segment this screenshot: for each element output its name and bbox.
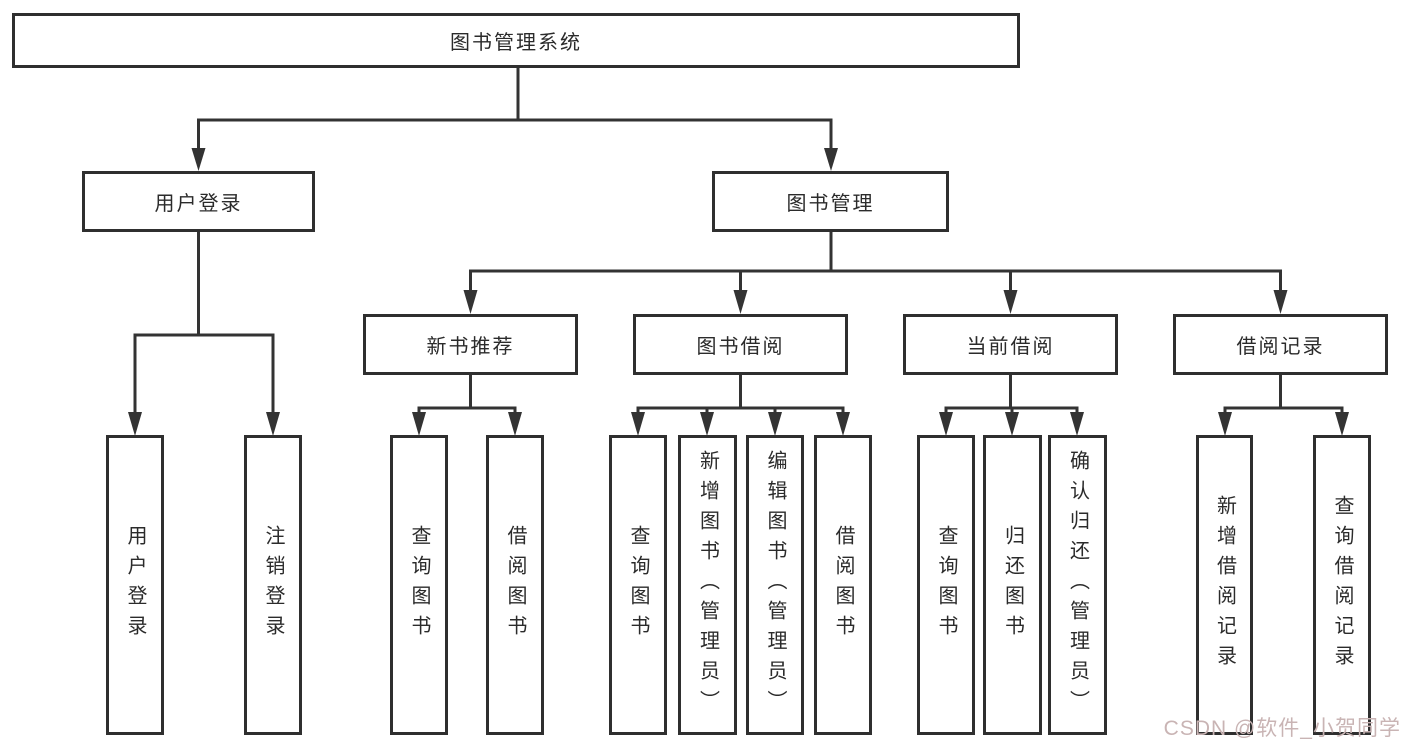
node-leaf-query-books-current: 查询图书	[917, 435, 975, 735]
node-leaf-user-login-label: 用户登录	[124, 525, 146, 645]
node-book-borrowing-label: 图书借阅	[696, 336, 785, 358]
node-current-borrowing-label: 当前借阅	[966, 336, 1055, 358]
node-leaf-borrow-books-label: 借阅图书	[832, 525, 854, 645]
node-leaf-query-borrow-record-label: 查询借阅记录	[1331, 495, 1353, 675]
node-leaf-borrow-books-recommend: 借阅图书	[486, 435, 544, 735]
node-leaf-confirm-return-admin: 确认归还（管理员）	[1048, 435, 1107, 735]
node-leaf-user-login: 用户登录	[106, 435, 164, 735]
node-leaf-edit-book-admin-label: 编辑图书（管理员）	[764, 450, 786, 720]
node-leaf-query-books-borrowing-label: 查询图书	[627, 525, 649, 645]
node-root-label: 图书管理系统	[450, 32, 582, 54]
node-current-borrowing: 当前借阅	[903, 314, 1118, 375]
node-leaf-query-books-recommend: 查询图书	[390, 435, 448, 735]
node-new-book-recommend-label: 新书推荐	[426, 336, 515, 358]
node-leaf-borrow-books-recommend-label: 借阅图书	[504, 525, 526, 645]
csdn-watermark: CSDN @软件_小贺同学	[1163, 717, 1401, 740]
node-leaf-query-books-current-label: 查询图书	[935, 525, 957, 645]
node-book-borrowing: 图书借阅	[633, 314, 848, 375]
node-leaf-query-borrow-record: 查询借阅记录	[1313, 435, 1371, 735]
node-user-login: 用户登录	[82, 171, 315, 232]
node-leaf-query-books-borrowing: 查询图书	[609, 435, 667, 735]
node-root-system: 图书管理系统	[12, 13, 1020, 68]
node-book-management-label: 图书管理	[786, 193, 875, 215]
node-leaf-add-borrow-record: 新增借阅记录	[1196, 435, 1253, 735]
node-leaf-query-books-recommend-label: 查询图书	[408, 525, 430, 645]
node-leaf-borrow-books: 借阅图书	[814, 435, 872, 735]
node-leaf-logout: 注销登录	[244, 435, 302, 735]
node-borrowing-records: 借阅记录	[1173, 314, 1388, 375]
node-leaf-add-borrow-record-label: 新增借阅记录	[1213, 495, 1236, 675]
node-leaf-return-books: 归还图书	[983, 435, 1042, 735]
node-new-book-recommend: 新书推荐	[363, 314, 578, 375]
node-leaf-edit-book-admin: 编辑图书（管理员）	[746, 435, 804, 735]
node-leaf-add-book-admin: 新增图书（管理员）	[678, 435, 737, 735]
node-leaf-add-book-admin-label: 新增图书（管理员）	[696, 450, 719, 720]
node-leaf-return-books-label: 归还图书	[1001, 525, 1024, 645]
node-borrowing-records-label: 借阅记录	[1236, 336, 1325, 358]
node-book-management: 图书管理	[712, 171, 949, 232]
node-leaf-confirm-return-admin-label: 确认归还（管理员）	[1066, 450, 1089, 720]
node-user-login-label: 用户登录	[154, 193, 243, 215]
node-leaf-logout-label: 注销登录	[262, 525, 284, 645]
